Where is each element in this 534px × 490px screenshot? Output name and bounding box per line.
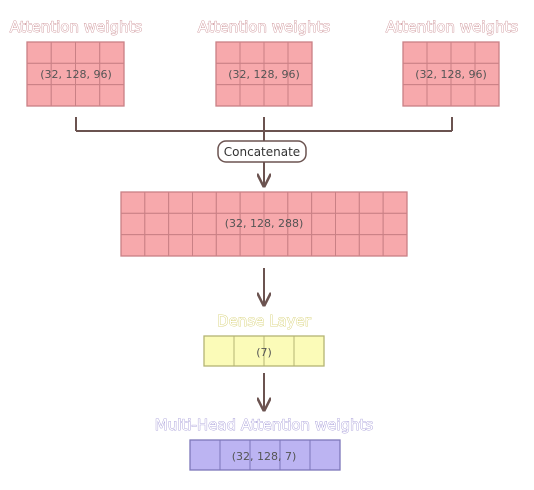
- tensor-cell: [358, 234, 384, 257]
- tensor-cell: [239, 234, 265, 257]
- tensor-cell: [426, 41, 452, 64]
- tensor-cell: [450, 84, 476, 107]
- input-title-2: Attention weights: [198, 18, 331, 36]
- output-tensor: [189, 439, 341, 471]
- tensor-cell: [99, 41, 125, 64]
- tensor-cell: [215, 41, 241, 64]
- tensor-cell: [426, 84, 452, 107]
- input-title-1: Attention weights: [10, 18, 143, 36]
- tensor-cell: [192, 212, 217, 236]
- tensor-border: [215, 41, 313, 107]
- input-block-1: Attention weights (32, 128, 96): [9, 18, 143, 107]
- output-block: Multi-Head Attention weights (32, 128, 7…: [154, 416, 374, 471]
- tensor-cell: [168, 212, 194, 236]
- concat-block: (32, 128, 288): [120, 191, 408, 257]
- tensor-cell: [263, 84, 289, 107]
- tensor-cell: [287, 234, 313, 257]
- tensor-cell: [75, 84, 101, 107]
- output-shape-label: (32, 128, 7): [232, 450, 297, 463]
- tensor-cell: [287, 84, 313, 107]
- tensor-cell: [215, 234, 241, 257]
- tensor-cell: [311, 234, 336, 257]
- tensor-cell: [335, 212, 360, 236]
- concatenate-node: Concatenate: [217, 140, 307, 163]
- tensor-cell: [263, 335, 295, 367]
- tensor-cell: [293, 335, 325, 367]
- tensor-cell: [450, 41, 476, 64]
- tensor-cell: [233, 335, 265, 367]
- tensor-cell: [219, 439, 251, 471]
- input-block-3: Attention weights (32, 128, 96): [385, 18, 519, 107]
- tensor-cell: [263, 234, 289, 257]
- tensor-cell: [335, 191, 360, 214]
- concatenate-box: [217, 140, 307, 163]
- tensor-border: [120, 191, 408, 257]
- tensor-cell: [26, 84, 52, 107]
- input-tensor-1: [26, 41, 125, 107]
- tensor-cell: [120, 212, 146, 236]
- tensor-cell: [50, 84, 76, 107]
- merge-connector: [75, 117, 453, 186]
- input-block-2: Attention weights (32, 128, 96): [197, 18, 331, 107]
- input-tensor-3: [402, 41, 500, 107]
- output-title: Multi-Head Attention weights: [155, 416, 374, 434]
- tensor-cell: [192, 234, 217, 257]
- tensor-cell: [120, 234, 146, 257]
- tensor-cell: [144, 234, 170, 257]
- tensor-cell: [263, 41, 289, 64]
- tensor-cell: [382, 234, 408, 257]
- tensor-cell: [311, 212, 336, 236]
- tensor-cell: [382, 212, 408, 236]
- dense-shape-label: (7): [256, 346, 272, 359]
- concat-tensor: [120, 191, 408, 257]
- tensor-cell: [474, 41, 500, 64]
- tensor-cell: [249, 439, 281, 471]
- tensor-cell: [309, 439, 341, 471]
- tensor-cell: [358, 212, 384, 236]
- tensor-cell: [189, 439, 221, 471]
- dense-tensor: [203, 335, 325, 367]
- tensor-cell: [287, 191, 313, 214]
- tensor-cell: [192, 191, 217, 214]
- concat-shape-label: (32, 128, 288): [225, 217, 304, 230]
- tensor-cell: [75, 41, 101, 64]
- dense-block: Dense Layer (7): [203, 312, 325, 367]
- tensor-cell: [144, 212, 170, 236]
- dense-title: Dense Layer: [217, 312, 312, 330]
- tensor-cell: [263, 191, 289, 214]
- tensor-cell: [50, 41, 76, 64]
- tensor-cell: [168, 234, 194, 257]
- tensor-cell: [382, 191, 408, 214]
- input-shape-label-3: (32, 128, 96): [415, 68, 487, 81]
- tensor-cell: [26, 41, 52, 64]
- tensor-border: [189, 439, 341, 471]
- tensor-cell: [168, 191, 194, 214]
- input-title-3: Attention weights: [386, 18, 519, 36]
- tensor-cell: [120, 191, 146, 214]
- tensor-cell: [239, 191, 265, 214]
- tensor-cell: [203, 335, 235, 367]
- input-shape-label-1: (32, 128, 96): [40, 68, 112, 81]
- tensor-cell: [402, 41, 428, 64]
- tensor-cell: [335, 234, 360, 257]
- input-tensor-2: [215, 41, 313, 107]
- tensor-cell: [215, 84, 241, 107]
- tensor-border: [26, 41, 125, 107]
- tensor-cell: [474, 84, 500, 107]
- tensor-border: [203, 335, 325, 367]
- tensor-cell: [402, 84, 428, 107]
- tensor-cell: [144, 191, 170, 214]
- tensor-cell: [239, 84, 265, 107]
- tensor-cell: [358, 191, 384, 214]
- tensor-cell: [215, 191, 241, 214]
- tensor-cell: [287, 41, 313, 64]
- tensor-border: [402, 41, 500, 107]
- input-shape-label-2: (32, 128, 96): [228, 68, 300, 81]
- tensor-cell: [239, 41, 265, 64]
- concatenate-label: Concatenate: [224, 145, 300, 159]
- tensor-cell: [311, 191, 336, 214]
- tensor-cell: [99, 84, 125, 107]
